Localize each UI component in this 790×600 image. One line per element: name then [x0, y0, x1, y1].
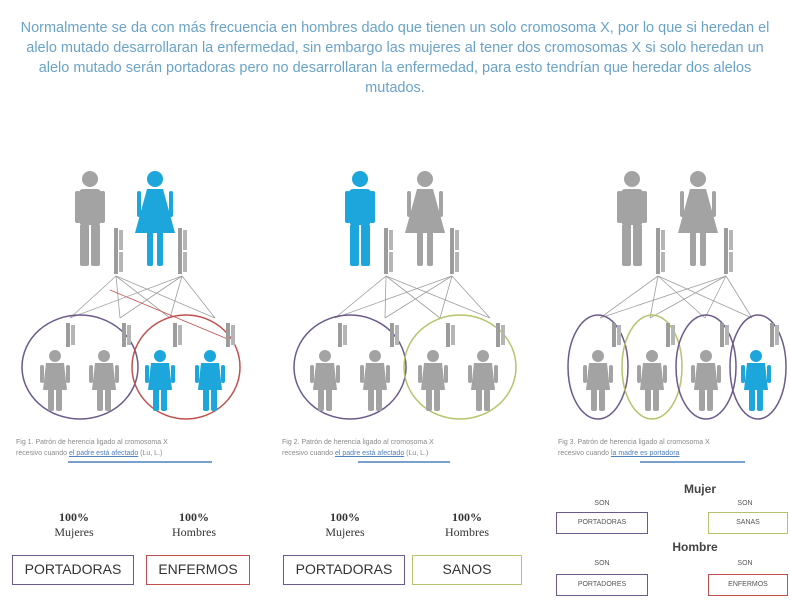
pct-left-1: 100% Mujeres — [34, 510, 114, 540]
circle-3c — [675, 314, 737, 420]
mother-figure-1 — [135, 171, 175, 266]
mother-figure-3 — [678, 171, 718, 266]
box-sanas-3: SANAS — [708, 512, 788, 534]
cross-lines-3 — [599, 275, 753, 319]
caption-3-a: Fig 3. Patrón de herencia ligado al crom… — [558, 439, 710, 446]
son-label-4: SON — [737, 560, 753, 567]
caption-3: Fig 3. Patrón de herencia ligado al crom… — [558, 437, 788, 459]
circle-3d — [729, 314, 787, 420]
son-label-2: SON — [737, 500, 753, 507]
child-chromosomes-1 — [66, 323, 235, 347]
pct-left-2: 100% Mujeres — [305, 510, 385, 540]
mujer-heading: Mujer — [683, 482, 716, 496]
caption-2-c: (Lu, L.) — [406, 450, 429, 457]
cross-lines-1 — [69, 275, 231, 341]
pct-right-1-label: Hombres — [172, 525, 216, 539]
caption-1-a: Fig 1. Patrón de herencia ligado al crom… — [16, 439, 168, 446]
daughters-circle-2 — [293, 314, 407, 420]
box-portadoras-1: PORTADORAS — [12, 555, 134, 585]
father-figure-1 — [75, 171, 105, 266]
panel-3 — [567, 171, 787, 463]
caption-1-link[interactable]: el padre está afectado — [68, 450, 139, 457]
pct-left-2-value: 100% — [330, 510, 360, 524]
box-portadoras-2: PORTADORAS — [283, 555, 405, 585]
box-enfermos-1: ENFERMOS — [146, 555, 250, 585]
panel-1 — [21, 171, 241, 463]
hombre-heading: Hombre — [672, 540, 718, 554]
sons-circle-1 — [131, 314, 241, 420]
intro-text: Normalmente se da con más frecuencia en … — [20, 20, 770, 96]
father-figure-3 — [617, 171, 647, 266]
caption-1-c: (Lu, L.) — [140, 450, 163, 457]
pct-right-1: 100% Hombres — [154, 510, 234, 540]
caption-2-b: recesivo cuando — [282, 450, 333, 457]
pct-right-2-label: Hombres — [445, 525, 489, 539]
panel-2 — [293, 171, 517, 463]
pct-right-2: 100% Hombres — [427, 510, 507, 540]
caption-3-b: recesivo cuando — [558, 450, 609, 457]
pct-left-1-label: Mujeres — [54, 525, 94, 539]
cross-lines-2 — [334, 275, 491, 319]
pct-right-1-value: 100% — [179, 510, 209, 524]
child-chromosomes-2 — [338, 323, 505, 347]
caption-3-link[interactable]: la madre es portadora — [610, 450, 680, 457]
pct-left-2-label: Mujeres — [325, 525, 365, 539]
child-chromosomes-3 — [612, 323, 779, 347]
caption-1-b: recesivo cuando — [16, 450, 67, 457]
mother-figure-2 — [405, 171, 445, 266]
box-enfermos-3: ENFERMOS — [708, 574, 788, 596]
pct-right-2-value: 100% — [452, 510, 482, 524]
caption-2-link[interactable]: el padre está afectado — [334, 450, 405, 457]
circle-3b — [621, 314, 683, 420]
caption-2-a: Fig 2. Patrón de herencia ligado al crom… — [282, 439, 434, 446]
son-label-3: SON — [594, 560, 610, 567]
caption-1: Fig 1. Patrón de herencia ligado al crom… — [16, 437, 251, 459]
caption-2: Fig 2. Patrón de herencia ligado al crom… — [282, 437, 522, 459]
box-portadoras-3: PORTADORAS — [556, 512, 648, 534]
sons-circle-2 — [403, 314, 517, 420]
son-label-1: SON — [594, 500, 610, 507]
box-portadores-3: PORTADORES — [556, 574, 648, 596]
daughters-circle-1 — [21, 314, 139, 420]
circle-3a — [567, 314, 629, 420]
pct-left-1-value: 100% — [59, 510, 89, 524]
father-figure-2 — [345, 171, 375, 266]
box-sanos-2: SANOS — [412, 555, 522, 585]
